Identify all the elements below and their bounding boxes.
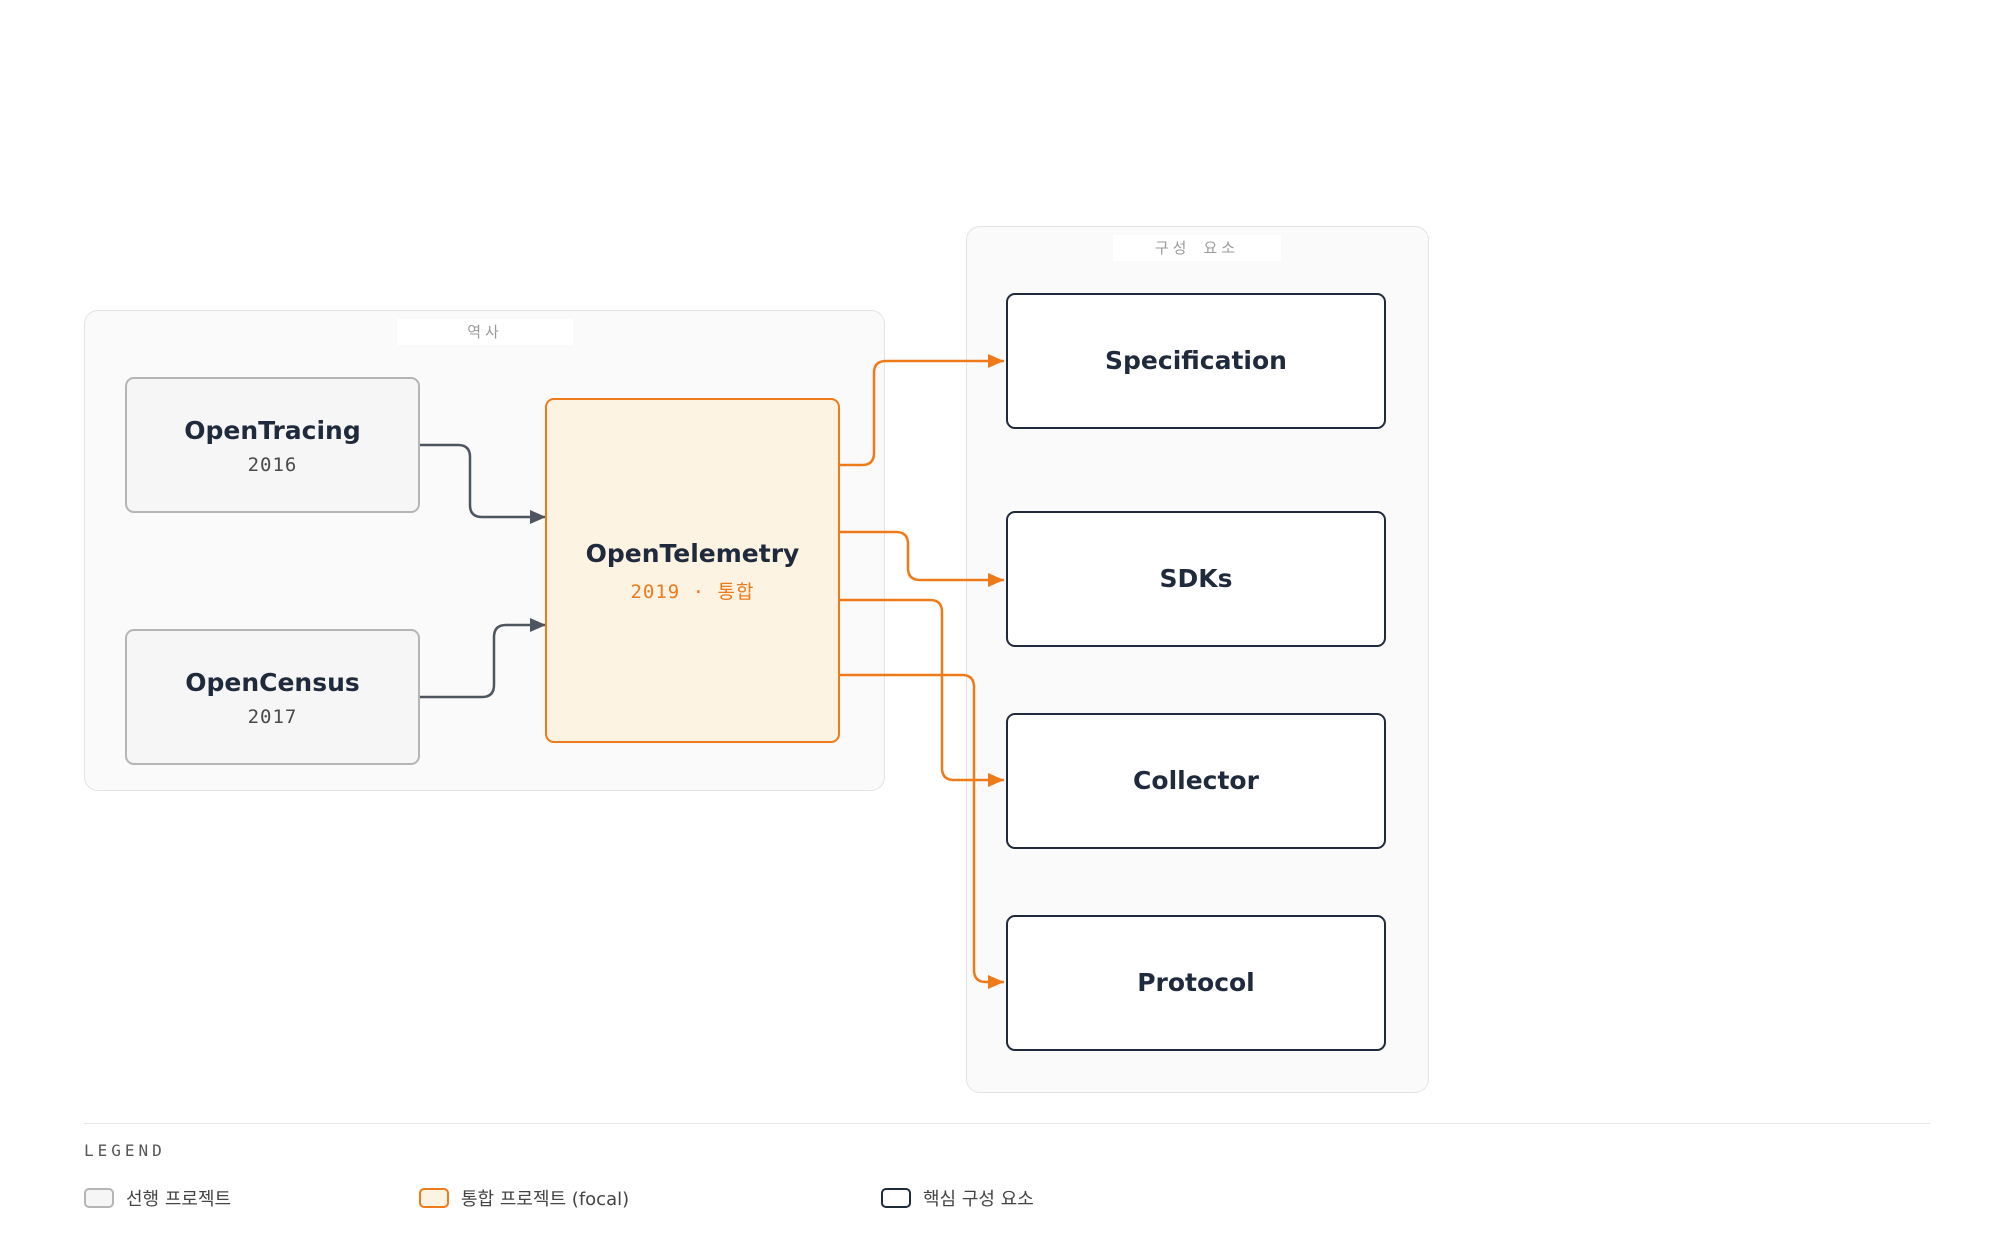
node-specification-title: Specification <box>1105 346 1287 375</box>
node-opentracing-title: OpenTracing <box>184 416 361 445</box>
legend-item-focal: 통합 프로젝트 (focal) <box>419 1183 629 1213</box>
components-cluster-label: 구성 요소 <box>1113 235 1281 261</box>
legend-item-component: 핵심 구성 요소 <box>881 1183 1034 1213</box>
legend-swatch-focal <box>419 1188 449 1208</box>
legend-title: LEGEND <box>84 1141 166 1160</box>
node-opentelemetry[interactable]: OpenTelemetry 2019 · 통합 <box>545 398 840 743</box>
edge-opentelemetry-to-sdks <box>840 530 1004 582</box>
legend-divider <box>84 1123 1930 1124</box>
node-protocol[interactable]: Protocol <box>1006 915 1386 1051</box>
legend-label-component: 핵심 구성 요소 <box>923 1189 1034 1210</box>
arrowhead-opencensus <box>530 618 546 632</box>
arrowhead-protocol <box>988 975 1004 989</box>
node-specification[interactable]: Specification <box>1006 293 1386 429</box>
node-collector-title: Collector <box>1133 766 1259 795</box>
node-sdks-title: SDKs <box>1159 564 1233 593</box>
node-protocol-title: Protocol <box>1137 968 1255 997</box>
node-opencensus-year: 2017 <box>247 706 298 728</box>
arrowhead-collector <box>988 773 1004 787</box>
node-collector[interactable]: Collector <box>1006 713 1386 849</box>
node-opencensus-title: OpenCensus <box>185 668 360 697</box>
edge-opentelemetry-to-protocol <box>840 673 1004 984</box>
node-opentelemetry-subtitle: 2019 · 통합 <box>630 581 755 603</box>
arrowhead-opentracing <box>530 510 546 524</box>
edge-opentelemetry-to-specification <box>840 359 1004 467</box>
arrowhead-specification <box>988 354 1004 368</box>
history-cluster-label: 역사 <box>397 319 573 345</box>
legend-label-precursor: 선행 프로젝트 <box>126 1189 232 1210</box>
legend-item-precursor: 선행 프로젝트 <box>84 1183 231 1213</box>
edge-opentelemetry-to-collector <box>840 598 1004 782</box>
legend-label-focal: 통합 프로젝트 (focal) <box>461 1189 630 1210</box>
edge-opencensus-to-opentelemetry <box>420 623 546 699</box>
node-opentelemetry-title: OpenTelemetry <box>585 539 800 568</box>
edge-opentracing-to-opentelemetry <box>420 443 546 519</box>
legend-swatch-precursor <box>84 1188 114 1208</box>
node-opentracing[interactable]: OpenTracing 2016 <box>125 377 420 513</box>
node-opentracing-year: 2016 <box>247 454 298 476</box>
node-sdks[interactable]: SDKs <box>1006 511 1386 647</box>
arrowhead-sdks <box>988 573 1004 587</box>
legend-swatch-component <box>881 1188 911 1208</box>
node-opencensus[interactable]: OpenCensus 2017 <box>125 629 420 765</box>
